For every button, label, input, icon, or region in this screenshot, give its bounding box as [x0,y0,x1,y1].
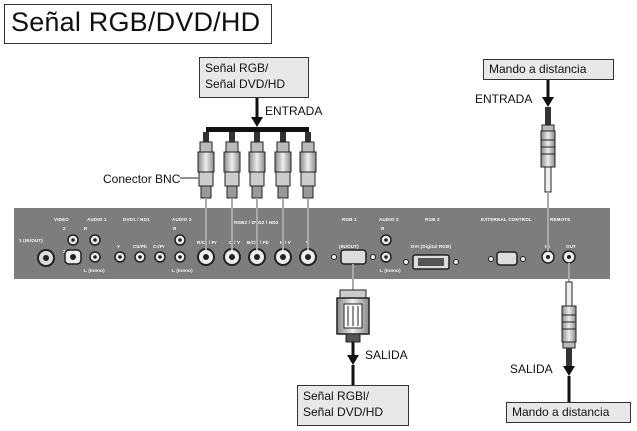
entrada-remote-label: ENTRADA [475,92,533,106]
diagram-title: Señal RGB/DVD/HD [11,7,261,37]
panel-audio3-label: AUDIO 3 [379,217,399,222]
bnc-cable-3 [248,132,266,250]
panel-l2-label: L (mono) [172,268,193,273]
bnc-label-2: G / Y [229,240,241,245]
panel-rgb1-label: RGB 1 [342,217,357,222]
remote-input-cable [540,80,556,251]
panel-num3-label: 3 [63,249,66,254]
rgb1-dsub-port [340,249,367,265]
panel-rgb3-label: RGB 3 [425,217,440,222]
bnc-cable-5 [299,132,317,250]
input-signal-box: Señal RGB/ Señal DVD/HD [199,57,309,98]
panel-y-label: Y [117,244,121,249]
panel-out-label: OUT [566,244,577,249]
panel-dvi-label: DVI (Digital RGB) [411,244,452,249]
title-box: Señal RGB/DVD/HD [4,4,272,44]
panel-l3-label: L (mono) [380,268,401,273]
panel-rgb1-inout-label: (IN/OUT) [339,244,359,249]
bnc-cable-2 [223,132,241,250]
salida-remote-label: SALIDA [510,362,553,376]
bnc-cables [180,132,317,250]
panel-audio2-label: AUDIO 2 [172,217,192,222]
remote-top-box: Mando a distancia [483,59,614,80]
bnc-connector-label: Conector BNC [103,172,181,186]
rear-panel [14,208,610,279]
dsub-cable [336,264,370,385]
panel-r1-label: R [84,226,88,231]
remote-top-label: Mando a distancia [489,62,587,76]
input-signal-line1: Señal RGB/ [205,61,269,75]
output-signal-line2: Señal DVD/HD [303,405,384,419]
panel-remote-label: REMOTE [550,217,571,222]
panel-cb-label: Cb/Pb [133,244,147,249]
panel-video-in-label: 1 (IN/OUT) [19,238,43,243]
panel-r2-label: R [173,226,177,231]
salida-video-label: SALIDA [365,348,408,362]
external-control-port [496,251,518,266]
remote-bottom-label: Mando a distancia [512,405,610,419]
panel-dvd1-label: DVD1 / HD1 [123,217,150,222]
panel-ext-label: EXTERNAL CONTROL [481,217,532,222]
panel-video-label: VIDEO [54,217,70,222]
bnc-cable-4 [274,132,292,250]
remote-bottom-box: Mando a distancia [506,402,631,423]
panel-audio1-label: AUDIO 1 [87,217,107,222]
bnc-cable-1 [197,132,215,250]
remote-output-cable [561,263,577,402]
input-signal-line2: Señal DVD/HD [205,77,286,91]
panel-cr-label: Cr/Pr [153,244,166,249]
panel-num2-label: 2 [63,226,66,231]
panel-r3-label: R [381,226,385,231]
panel-l1-label: L (mono) [84,268,105,273]
bnc-label-4: H / V [280,240,292,245]
entrada-video-label: ENTRADA [265,104,323,118]
output-signal-line1: Señal RGBl/ [303,389,370,403]
input-arrow [206,98,309,132]
panel-jacks [37,234,576,270]
output-signal-box: Señal RGBl/ Señal DVD/HD [297,385,409,426]
